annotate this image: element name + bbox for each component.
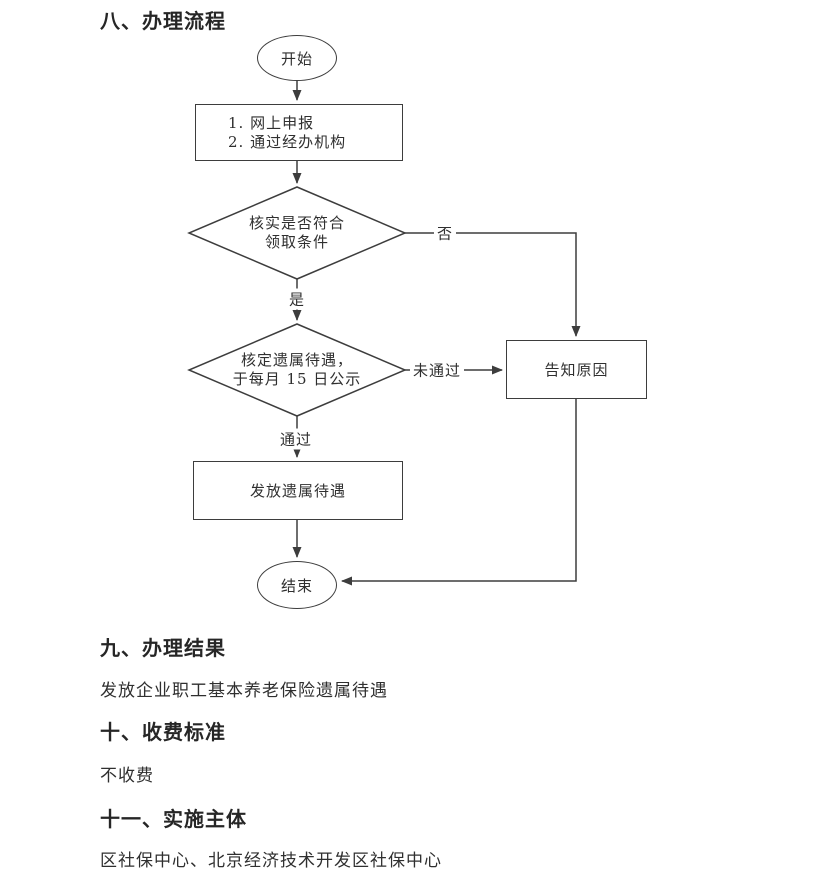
section-heading-result: 九、办理结果 (100, 636, 226, 660)
section-heading-process-flow: 八、办理流程 (100, 9, 226, 33)
flow-node-verify-line2: 领取条件 (264, 233, 329, 251)
section-body-result: 发放企业职工基本养老保险遗属待遇 (100, 681, 388, 701)
section-body-implementer: 区社保中心、北京经济技术开发区社保中心 (100, 851, 442, 871)
edge-label-passed: 通过 (276, 428, 316, 450)
section-body-fee: 不收费 (100, 766, 154, 786)
flow-node-start: 开始 (257, 35, 337, 81)
flow-node-apply: 1. 网上申报 2. 通过经办机构 (195, 104, 403, 161)
edge-notify-to-end (341, 399, 577, 586)
edge-label-no: 否 (433, 222, 457, 244)
flow-node-verify-line1: 核实是否符合 (248, 214, 345, 232)
section-heading-implementer: 十一、实施主体 (100, 807, 247, 831)
edge-label-not-passed: 未通过 (409, 359, 465, 381)
flowchart-connectors (187, 81, 581, 586)
process-flowchart: 开始 1. 网上申报 2. 通过经办机构 核实是否符合 领取条件 核定遗属待遇，… (187, 35, 647, 609)
flow-node-end: 结束 (257, 561, 337, 609)
flow-node-start-label: 开始 (280, 49, 313, 68)
edge-label-yes: 是 (285, 288, 309, 310)
flow-node-verify-diamond (187, 186, 407, 280)
flow-node-apply-line1: 1. 网上申报 (228, 113, 315, 132)
flow-node-review-line1: 核定遗属待遇， (240, 351, 353, 369)
flow-node-notify-reason-label: 告知原因 (544, 361, 609, 379)
flow-node-end-label: 结束 (280, 576, 313, 595)
flow-node-issue-benefit: 发放遗属待遇 (193, 461, 403, 520)
flow-node-issue-benefit-label: 发放遗属待遇 (249, 482, 346, 500)
flow-node-review-line2: 于每月 15 日公示 (232, 370, 362, 388)
section-heading-fee: 十、收费标准 (100, 720, 226, 744)
flow-node-notify-reason: 告知原因 (506, 340, 647, 399)
flow-node-review-diamond (187, 323, 407, 417)
edge-verify-no-to-notify (405, 232, 581, 337)
flow-node-review-label: 核定遗属待遇， 于每月 15 日公示 (192, 351, 402, 389)
flow-node-verify-label: 核实是否符合 领取条件 (192, 214, 402, 252)
flow-node-apply-line2: 2. 通过经办机构 (228, 132, 347, 151)
